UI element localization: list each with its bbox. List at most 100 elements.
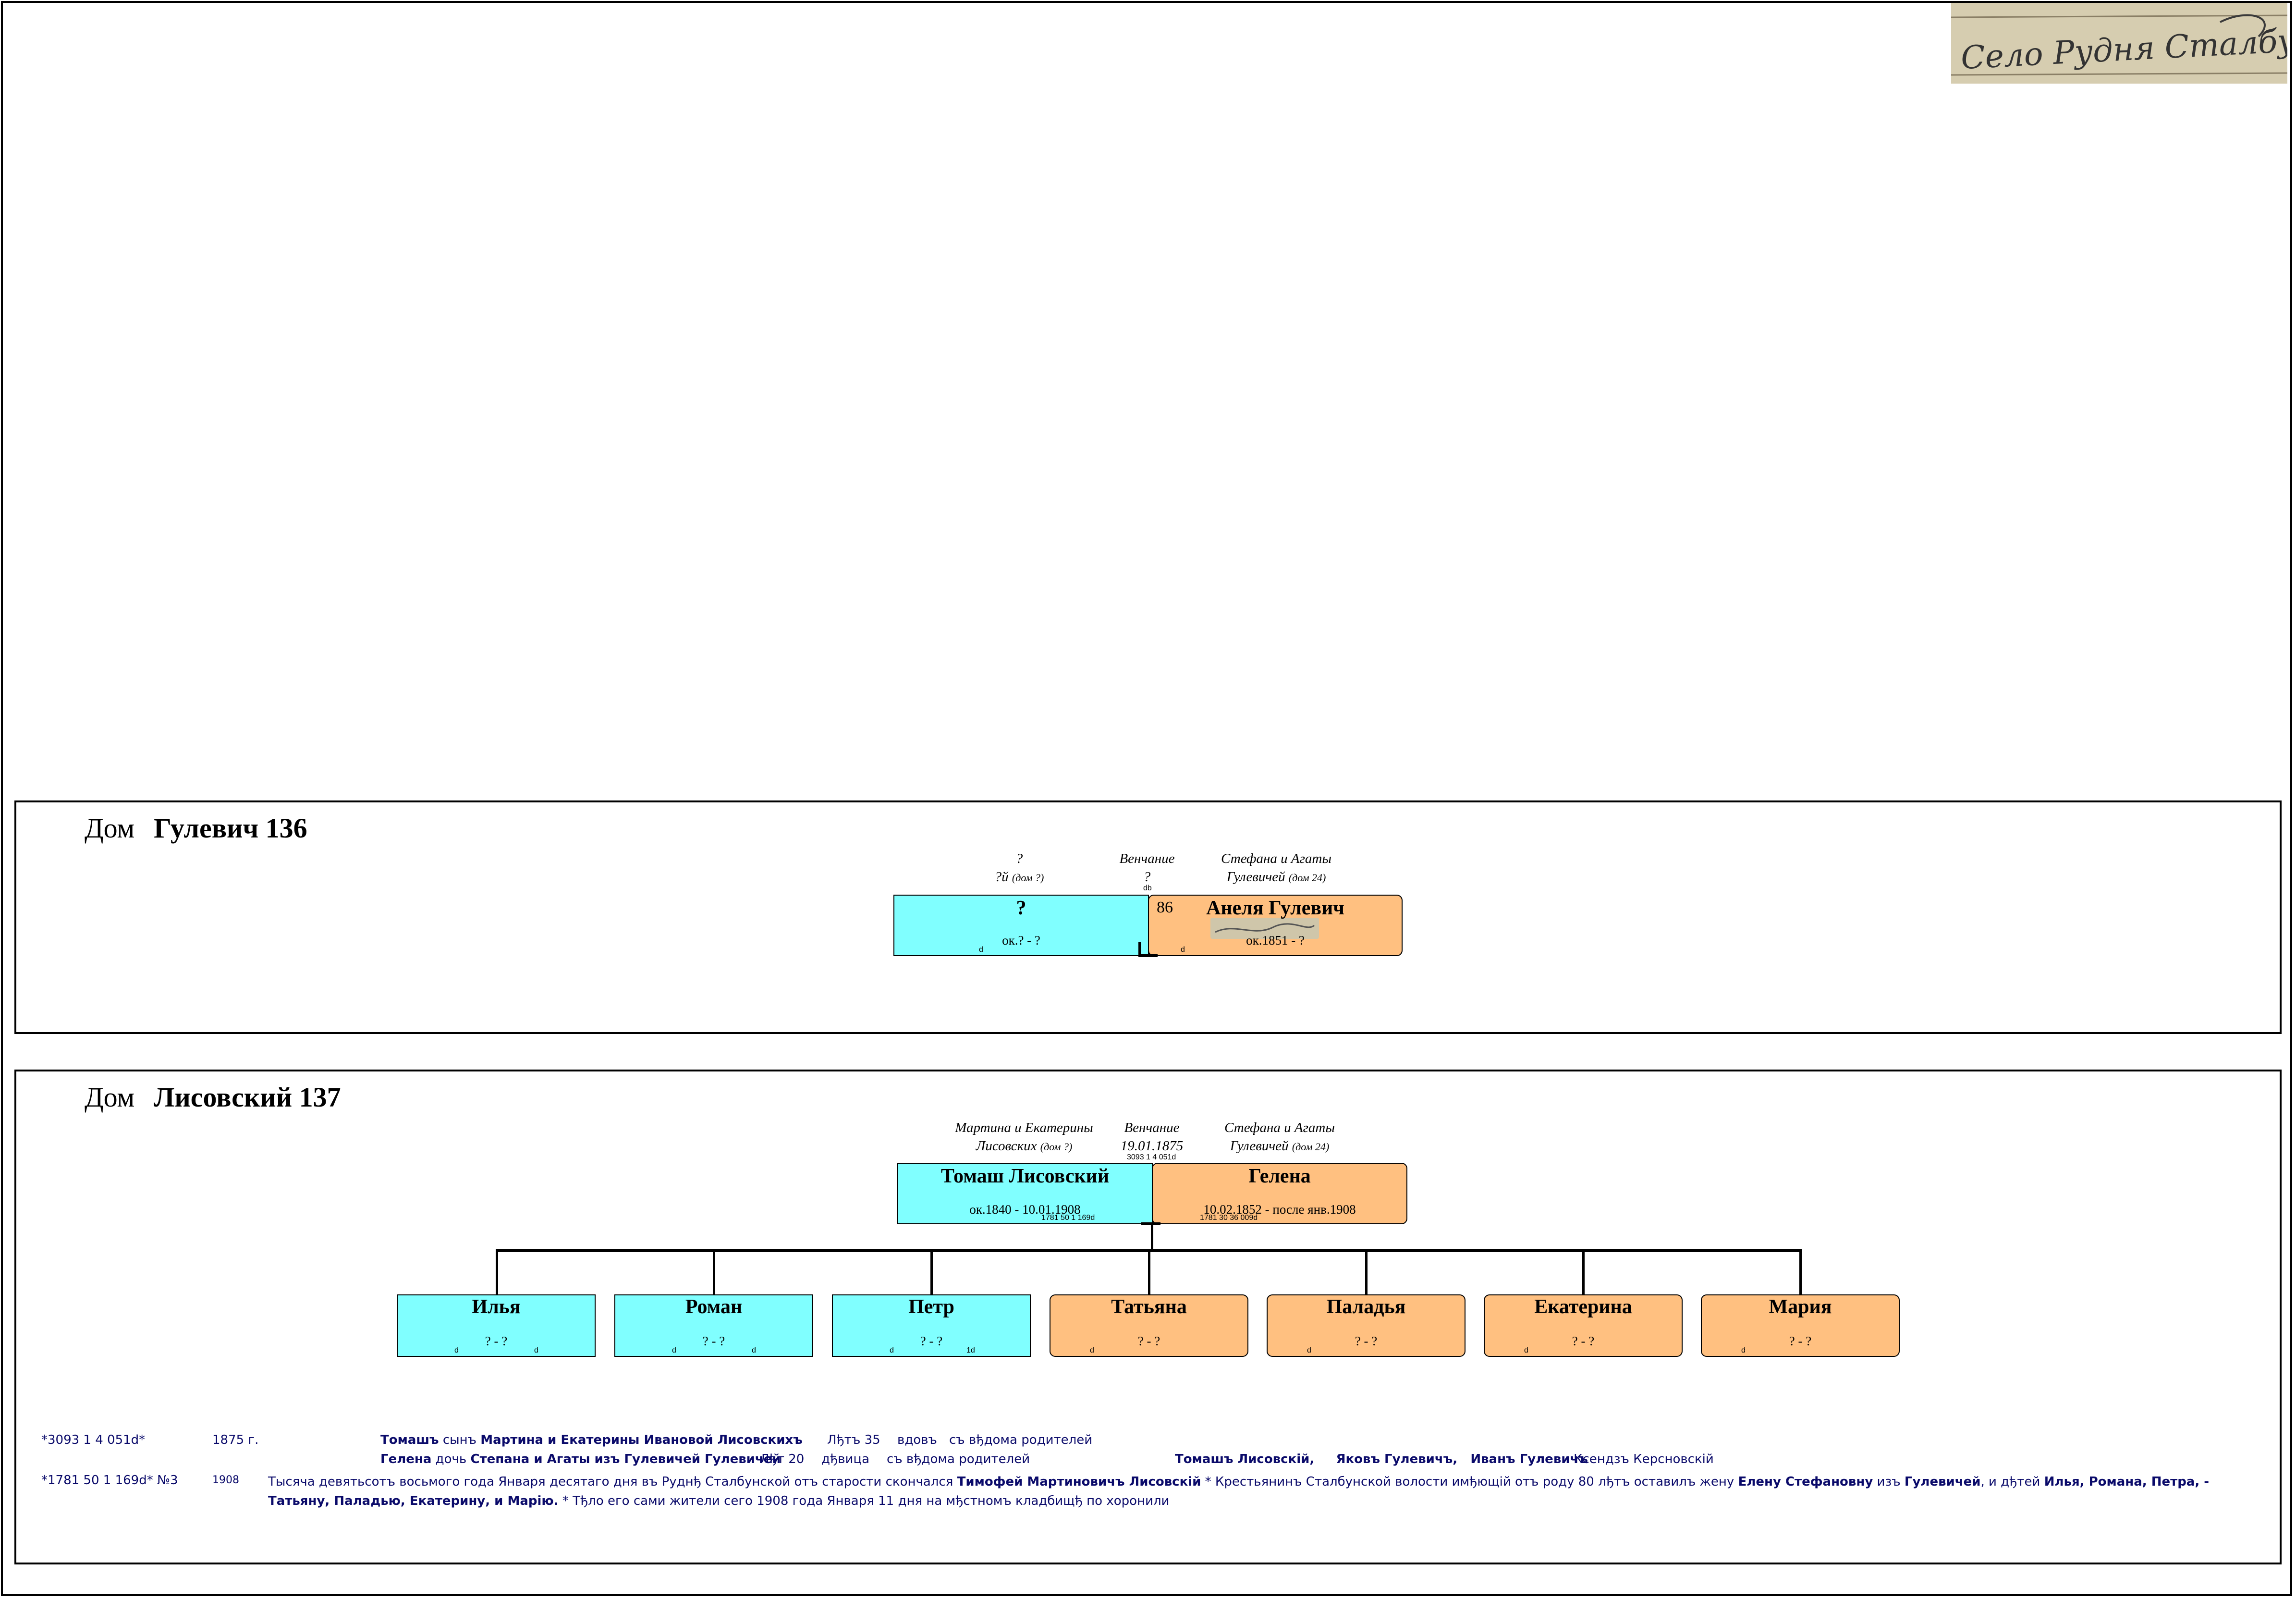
child-drop [1799, 1249, 1802, 1295]
source-mark: d [979, 946, 983, 954]
husband-parents-line1: Мартина и Екатерины [955, 1120, 1093, 1135]
house-panel-gulevich: Дом Гулевич 136 [14, 800, 2282, 1034]
person-dates: ? - ? [1789, 1334, 1812, 1348]
person-number: 86 [1157, 898, 1173, 916]
person-name: Томаш Лисовский [940, 1165, 1110, 1187]
husband-parents-line1: ? [1015, 851, 1023, 866]
husband-parents-line2: ?й [994, 869, 1009, 885]
person-dates: ? - ? [1137, 1334, 1160, 1348]
person-name: Петр [908, 1296, 954, 1318]
person-dates: ? - ? [702, 1334, 725, 1348]
note-groom: Томашъ сынъ Мартина и Екатерины Ивановой… [380, 1433, 803, 1447]
person-name: Татьяна [1111, 1296, 1187, 1318]
wife-parents-caption: Стефана и Агаты Гулевичей (дом 24) [1224, 1119, 1335, 1156]
source-mark: d [672, 1346, 676, 1354]
bride-status: дђвица [821, 1452, 870, 1466]
person-name: ? [1016, 897, 1026, 919]
child-box-paladya[interactable]: Паладья ? - ? d [1267, 1294, 1466, 1357]
house-title: Дом Лисовский 137 [85, 1081, 341, 1113]
source-mark: 1d [966, 1346, 975, 1354]
wedding-label: Венчание [1124, 1120, 1180, 1135]
child-drop [930, 1249, 933, 1295]
person-box-husband[interactable]: ? ок.? - ? d [893, 895, 1149, 956]
child-drop [1365, 1249, 1368, 1295]
witnesses-text: Томашъ Лисовскій, Яковъ Гулевичъ, Иванъ … [1175, 1452, 1588, 1466]
child-box-tatyana[interactable]: Татьяна ? - ? d [1050, 1294, 1248, 1357]
person-box-husband[interactable]: Томаш Лисовский ок.1840 - 10.01.1908 178… [897, 1163, 1153, 1224]
child-box-ekaterina[interactable]: Екатерина ? - ? d [1484, 1294, 1683, 1357]
source-mark: d [1524, 1346, 1528, 1354]
source-mark: d [752, 1346, 756, 1354]
person-box-wife[interactable]: 86 Анеля Гулевич ок.1851 - ? d [1148, 895, 1403, 956]
child-box-maria[interactable]: Мария ? - ? d [1701, 1294, 1900, 1357]
marriage-connector-v [1138, 942, 1141, 956]
person-dates: ок.? - ? [1002, 933, 1040, 948]
house-label: Дом [85, 1082, 135, 1113]
source-mark: d [1307, 1346, 1311, 1354]
death-record-deceased: Тимофей Мартиновичъ Лисовскій [957, 1475, 1201, 1489]
death-record-t2: * Крестьянинъ Сталбунской волости имђющі… [1205, 1475, 1734, 1489]
groom-parents: Мартина и Екатерины Ивановой Лисовскихъ [480, 1433, 803, 1447]
house-panel-lisovsky: Дом Лисовский 137 [14, 1070, 2282, 1564]
husband-parents-caption: ? ?й (дом ?) [995, 849, 1044, 887]
person-dates: ? - ? [920, 1334, 943, 1348]
husband-parents-caption: Мартина и Екатерины Лисовских (дом ?) [955, 1119, 1093, 1156]
person-dates: ? - ? [485, 1334, 508, 1348]
death-record-widow-family: Гулевичей [1904, 1475, 1981, 1489]
person-dates: ок.1851 - ? [1246, 933, 1305, 948]
child-box-ilya[interactable]: Илья ? - ? d d [397, 1294, 596, 1357]
death-record-children: Илья, Романа, Петра, - Татьяну, Паладью,… [268, 1475, 2210, 1508]
bride-mid: дочь [435, 1452, 467, 1466]
person-name: Роман [685, 1296, 743, 1318]
person-box-wife[interactable]: Гелена 10.02.1852 - после янв.1908 1781 … [1152, 1163, 1407, 1224]
person-dates: ? - ? [1572, 1334, 1595, 1348]
child-box-petr[interactable]: Петр ? - ? d 1d [832, 1294, 1031, 1357]
witnesses: Томашъ Лисовскій, Яковъ Гулевичъ, Иванъ … [1175, 1452, 1588, 1466]
source-mark: d [1181, 946, 1185, 954]
descent-line [1151, 1224, 1153, 1250]
wedding-label: Венчание [1119, 851, 1175, 866]
wife-parents-line2: Гулевичей [1226, 869, 1285, 885]
priest: Ксендзъ Керсновскій [1574, 1452, 1714, 1466]
note-ref: *1781 50 1 169d* №3 [41, 1473, 178, 1488]
note-year: 1908 [212, 1474, 239, 1486]
bride-parents: Степана и Агаты изъ Гулевичей Гулевичей [470, 1452, 781, 1466]
child-box-roman[interactable]: Роман ? - ? d d [614, 1294, 813, 1357]
bride-age: Лђт 20 [760, 1452, 805, 1466]
wedding-date: ? [1143, 869, 1151, 885]
death-record-t5: * Тђло его сами жители сего 1908 года Ян… [562, 1494, 1170, 1508]
groom-age: Лђтъ 35 [827, 1433, 880, 1447]
wife-parents-caption: Стефана и Агаты Гулевичей (дом 24) [1221, 849, 1331, 887]
husband-parents-line2: Лисовских [976, 1138, 1037, 1154]
source-mark: d [454, 1346, 459, 1354]
wife-parents-line1: Стефана и Агаты [1221, 851, 1331, 866]
person-name: Мария [1769, 1296, 1832, 1318]
wife-parents-line2: Гулевичей [1230, 1138, 1289, 1154]
husband-parents-house: (дом ?) [1012, 872, 1044, 884]
child-drop [496, 1249, 498, 1295]
wife-parents-line1: Стефана и Агаты [1224, 1120, 1335, 1135]
groom-name: Томашъ [380, 1433, 439, 1447]
house-label: Дом [85, 812, 135, 844]
bride-tail: съ вђдома родителей [887, 1452, 1030, 1466]
death-record: Тысяча девятьсотъ восьмого года Января д… [268, 1472, 2274, 1511]
note-bride: Гелена дочь Степана и Агаты изъ Гулевиче… [380, 1452, 781, 1466]
person-name: Анеля Гулевич [1206, 897, 1344, 919]
person-dates: ? - ? [1355, 1334, 1378, 1348]
bride-name: Гелена [380, 1452, 432, 1466]
house-name: Гулевич 136 [154, 812, 307, 844]
note-ref: *3093 1 4 051d* [41, 1433, 146, 1447]
marriage-connector [1141, 1222, 1160, 1225]
groom-tail: съ вђдома родителей [949, 1433, 1093, 1447]
house-name: Лисовский 137 [154, 1082, 341, 1113]
note-year: 1875 г. [212, 1433, 259, 1447]
wife-parents-house: (дом 24) [1292, 1141, 1330, 1153]
person-name: Гелена [1248, 1165, 1311, 1187]
death-record-t3: изъ [1877, 1475, 1901, 1489]
child-drop [1148, 1249, 1150, 1295]
wedding-caption: Венчание ? [1119, 849, 1174, 886]
wedding-ref: 3093 1 4 051d [1127, 1153, 1176, 1161]
person-name: Паладья [1326, 1296, 1406, 1318]
source-mark: d [534, 1346, 538, 1354]
